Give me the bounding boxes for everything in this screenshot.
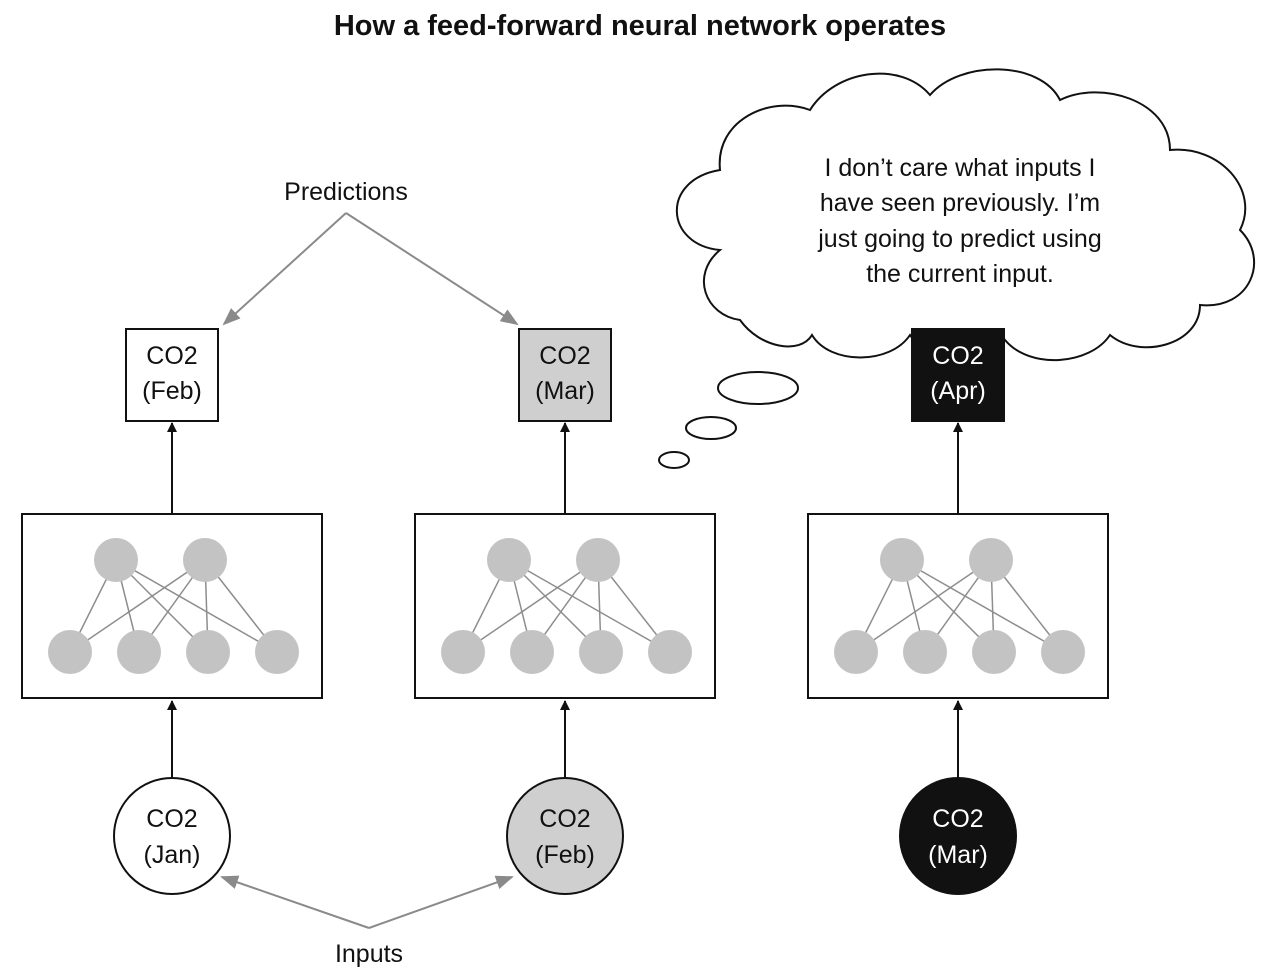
input-neuron bbox=[510, 630, 554, 674]
output-box bbox=[125, 328, 219, 422]
input-node bbox=[113, 777, 231, 895]
input-label-line1: CO2 bbox=[146, 805, 197, 833]
diagram-title: How a feed-forward neural network operat… bbox=[334, 10, 946, 42]
output-box bbox=[911, 328, 1005, 422]
input-label-line2: (Feb) bbox=[535, 841, 595, 869]
network-columns: CO2 (Feb) CO2 (Jan) CO2 (Mar) CO2 (Feb) CO2 (Apr)… bbox=[21, 328, 1109, 895]
output-label-line2: (Feb) bbox=[142, 377, 202, 405]
thought-bubble-large bbox=[717, 371, 799, 405]
network-connection bbox=[855, 559, 992, 653]
output-label-line1: CO2 bbox=[932, 342, 983, 370]
input-neuron bbox=[48, 630, 92, 674]
hidden-neuron bbox=[183, 538, 227, 582]
input-neuron bbox=[1041, 630, 1085, 674]
predictions-label: Predictions bbox=[284, 178, 408, 206]
network-connection bbox=[69, 559, 206, 653]
inputs-arrow-left bbox=[220, 875, 370, 929]
input-neuron bbox=[117, 630, 161, 674]
input-neuron bbox=[255, 630, 299, 674]
input-node bbox=[506, 777, 624, 895]
inputs-arrow-right bbox=[368, 875, 514, 929]
output-label-line1: CO2 bbox=[539, 342, 590, 370]
input-neuron bbox=[579, 630, 623, 674]
network-connection bbox=[508, 559, 671, 653]
input-label-line1: CO2 bbox=[932, 805, 983, 833]
hidden-neuron bbox=[94, 538, 138, 582]
input-label-line2: (Jan) bbox=[144, 841, 201, 869]
input-neuron bbox=[441, 630, 485, 674]
network-connection bbox=[901, 559, 1064, 653]
output-label-line2: (Apr) bbox=[930, 377, 986, 405]
network-connection bbox=[115, 559, 278, 653]
predictions-arrow-left bbox=[222, 212, 347, 326]
input-label-line2: (Mar) bbox=[928, 841, 988, 869]
output-box bbox=[518, 328, 612, 422]
column-3: CO2 (Apr) CO2 (Mar) bbox=[807, 328, 1109, 895]
thought-line-2: have seen previously. I’m bbox=[820, 189, 1100, 217]
input-node bbox=[899, 777, 1017, 895]
output-label-line1: CO2 bbox=[146, 342, 197, 370]
input-neuron bbox=[186, 630, 230, 674]
hidden-neuron bbox=[969, 538, 1013, 582]
thought-line-3: just going to predict using bbox=[817, 225, 1102, 253]
column-2: CO2 (Mar) CO2 (Feb) bbox=[414, 328, 716, 895]
input-neuron bbox=[903, 630, 947, 674]
input-neuron bbox=[834, 630, 878, 674]
column-1: CO2 (Feb) CO2 (Jan) bbox=[21, 328, 323, 895]
thought-bubble-small bbox=[658, 451, 690, 469]
input-neuron bbox=[972, 630, 1016, 674]
predictions-arrow-right bbox=[345, 212, 519, 326]
input-label-line1: CO2 bbox=[539, 805, 590, 833]
thought-line-1: I don’t care what inputs I bbox=[825, 154, 1096, 182]
hidden-neuron bbox=[880, 538, 924, 582]
inputs-label: Inputs bbox=[335, 940, 403, 968]
hidden-neuron bbox=[487, 538, 531, 582]
thought-line-4: the current input. bbox=[866, 260, 1054, 288]
hidden-neuron bbox=[576, 538, 620, 582]
network-connection bbox=[462, 559, 599, 653]
output-label-line2: (Mar) bbox=[535, 377, 595, 405]
thought-bubble-medium bbox=[685, 416, 737, 440]
input-neuron bbox=[648, 630, 692, 674]
